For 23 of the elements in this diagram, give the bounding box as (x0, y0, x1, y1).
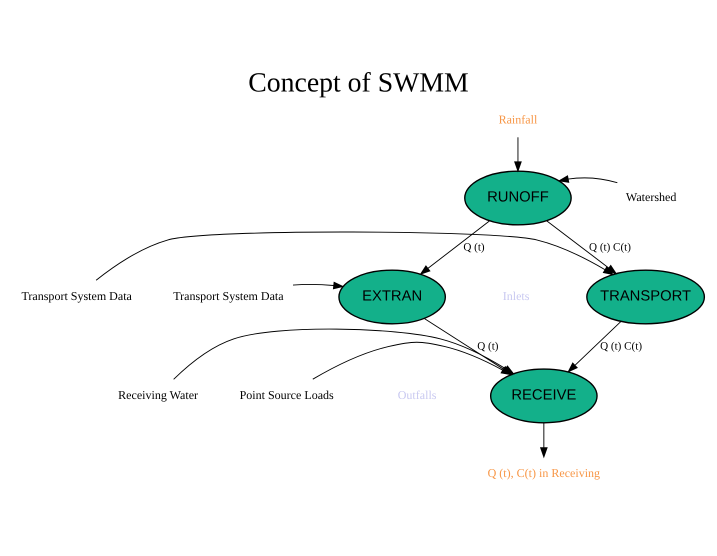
node-text: Point Source Loads (240, 388, 334, 402)
edge-label: Q (t) C(t) (589, 241, 631, 254)
arrow (567, 320, 622, 373)
node-text: Transport System Data (22, 289, 132, 304)
node-ellipse: EXTRAN (338, 269, 446, 324)
node-text: Watershed (626, 190, 676, 204)
edge-label: Q (t) C(t) (600, 340, 642, 352)
arrow (96, 232, 614, 281)
node-text: Rainfall (498, 112, 538, 126)
edge-label: Q (t) (477, 340, 499, 352)
node-ellipse: RUNOFF (464, 170, 572, 226)
node-ellipse: RECEIVE (490, 368, 598, 424)
node-ellipse: TRANSPORT (586, 269, 706, 324)
arrow (558, 175, 618, 184)
node-text: Receiving Water (118, 388, 198, 402)
arrow (292, 282, 344, 290)
arrow (514, 136, 522, 173)
node-text: Transport System Data (173, 289, 284, 304)
arrow (540, 422, 548, 458)
diagram-title: Concept of SWMM (248, 68, 469, 99)
node-text: Q (t), C(t) in Receiving (488, 466, 600, 480)
edge-label: Q (t) (463, 241, 485, 254)
arrow (419, 220, 490, 275)
